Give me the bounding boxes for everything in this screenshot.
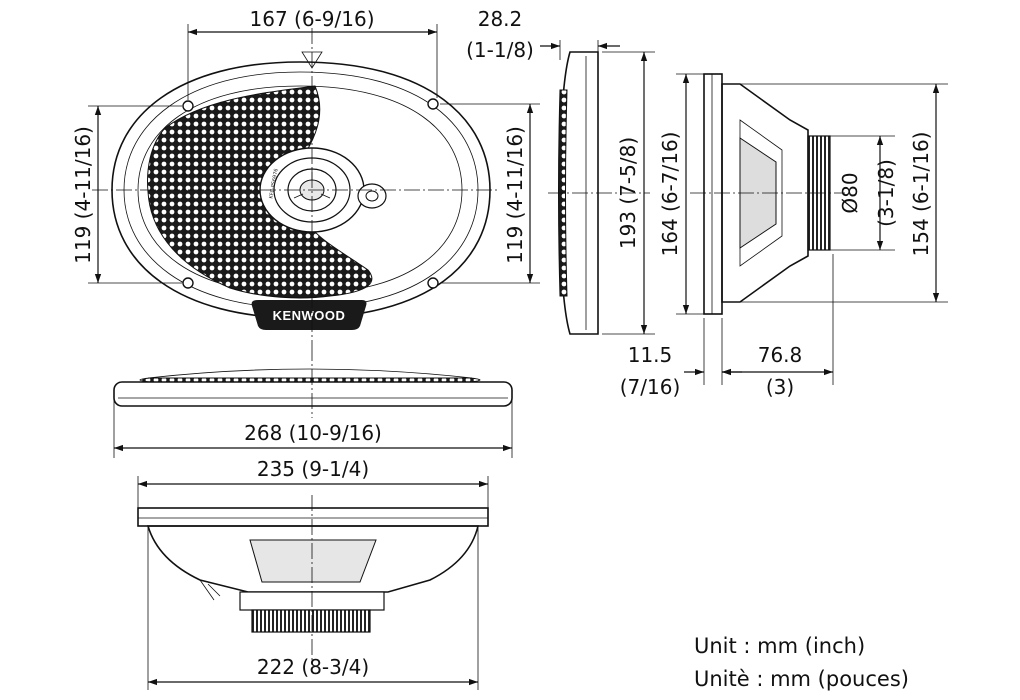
label-body-height: 164 (6-7/16) — [658, 132, 682, 257]
label-flange-mm: 11.5 — [628, 343, 673, 367]
label-right-height: 119 (4-11/16) — [503, 126, 527, 264]
label-magnet-diameter-mm: Ø80 — [838, 172, 862, 213]
dim-grille-height: 193 (7-5/8) — [602, 51, 655, 335]
dim-mount-depth: 76.8 (3) — [722, 254, 834, 399]
dim-overall-height: 154 (6-1/16) — [740, 83, 948, 303]
label-frame-width: 235 (9-1/4) — [257, 457, 369, 481]
logo-plate — [251, 300, 367, 330]
label-grille-depth-in: (1-1/8) — [466, 38, 534, 62]
label-overall-width: 268 (10-9/16) — [244, 421, 382, 445]
svg-text:KFC-PS6976: KFC-PS6976 — [268, 168, 279, 199]
dim-top-width: 167 (6-9/16) — [187, 7, 438, 100]
side-speaker-view — [690, 73, 845, 315]
units-english: Unit : mm (inch) — [694, 634, 865, 658]
label-top-width: 167 (6-9/16) — [250, 7, 375, 31]
front-view: KFC-PS6976 KENWOOD — [92, 28, 500, 345]
dim-flange-depth: 11.5 (7/16) — [620, 318, 742, 399]
dim-grille-depth: 28.2 (1-1/8) — [466, 7, 620, 62]
dim-frame-width: 235 (9-1/4) — [137, 457, 489, 508]
label-left-height: 119 (4-11/16) — [71, 126, 95, 264]
dim-overall-width: 268 (10-9/16) — [113, 392, 513, 458]
label-basket-width: 222 (8-3/4) — [257, 655, 369, 679]
side-grille-view — [548, 51, 650, 335]
label-flange-in: (7/16) — [620, 375, 681, 399]
label-overall-height: 154 (6-1/16) — [909, 132, 933, 257]
dim-basket-width: 222 (8-3/4) — [147, 526, 479, 690]
label-mount-depth-in: (3) — [766, 375, 794, 399]
screw-icon — [182, 98, 439, 289]
dim-body-height: 164 (6-7/16) — [658, 73, 704, 315]
label-mount-depth-mm: 76.8 — [758, 343, 803, 367]
units-french: Unitè : mm (pouces) — [694, 667, 909, 691]
label-grille-height: 193 (7-5/8) — [616, 137, 640, 249]
top-profile-view — [113, 345, 513, 418]
bottom-basket-view — [137, 495, 489, 660]
brand-logo: KENWOOD — [273, 308, 346, 323]
dim-right-height: 119 (4-11/16) — [440, 103, 540, 284]
dim-magnet-diameter: Ø80 (3-1/8) — [830, 135, 898, 251]
dim-left-height: 119 (4-11/16) — [71, 105, 182, 284]
label-magnet-diameter-in: (3-1/8) — [874, 159, 898, 227]
label-grille-depth-mm: 28.2 — [478, 7, 523, 31]
